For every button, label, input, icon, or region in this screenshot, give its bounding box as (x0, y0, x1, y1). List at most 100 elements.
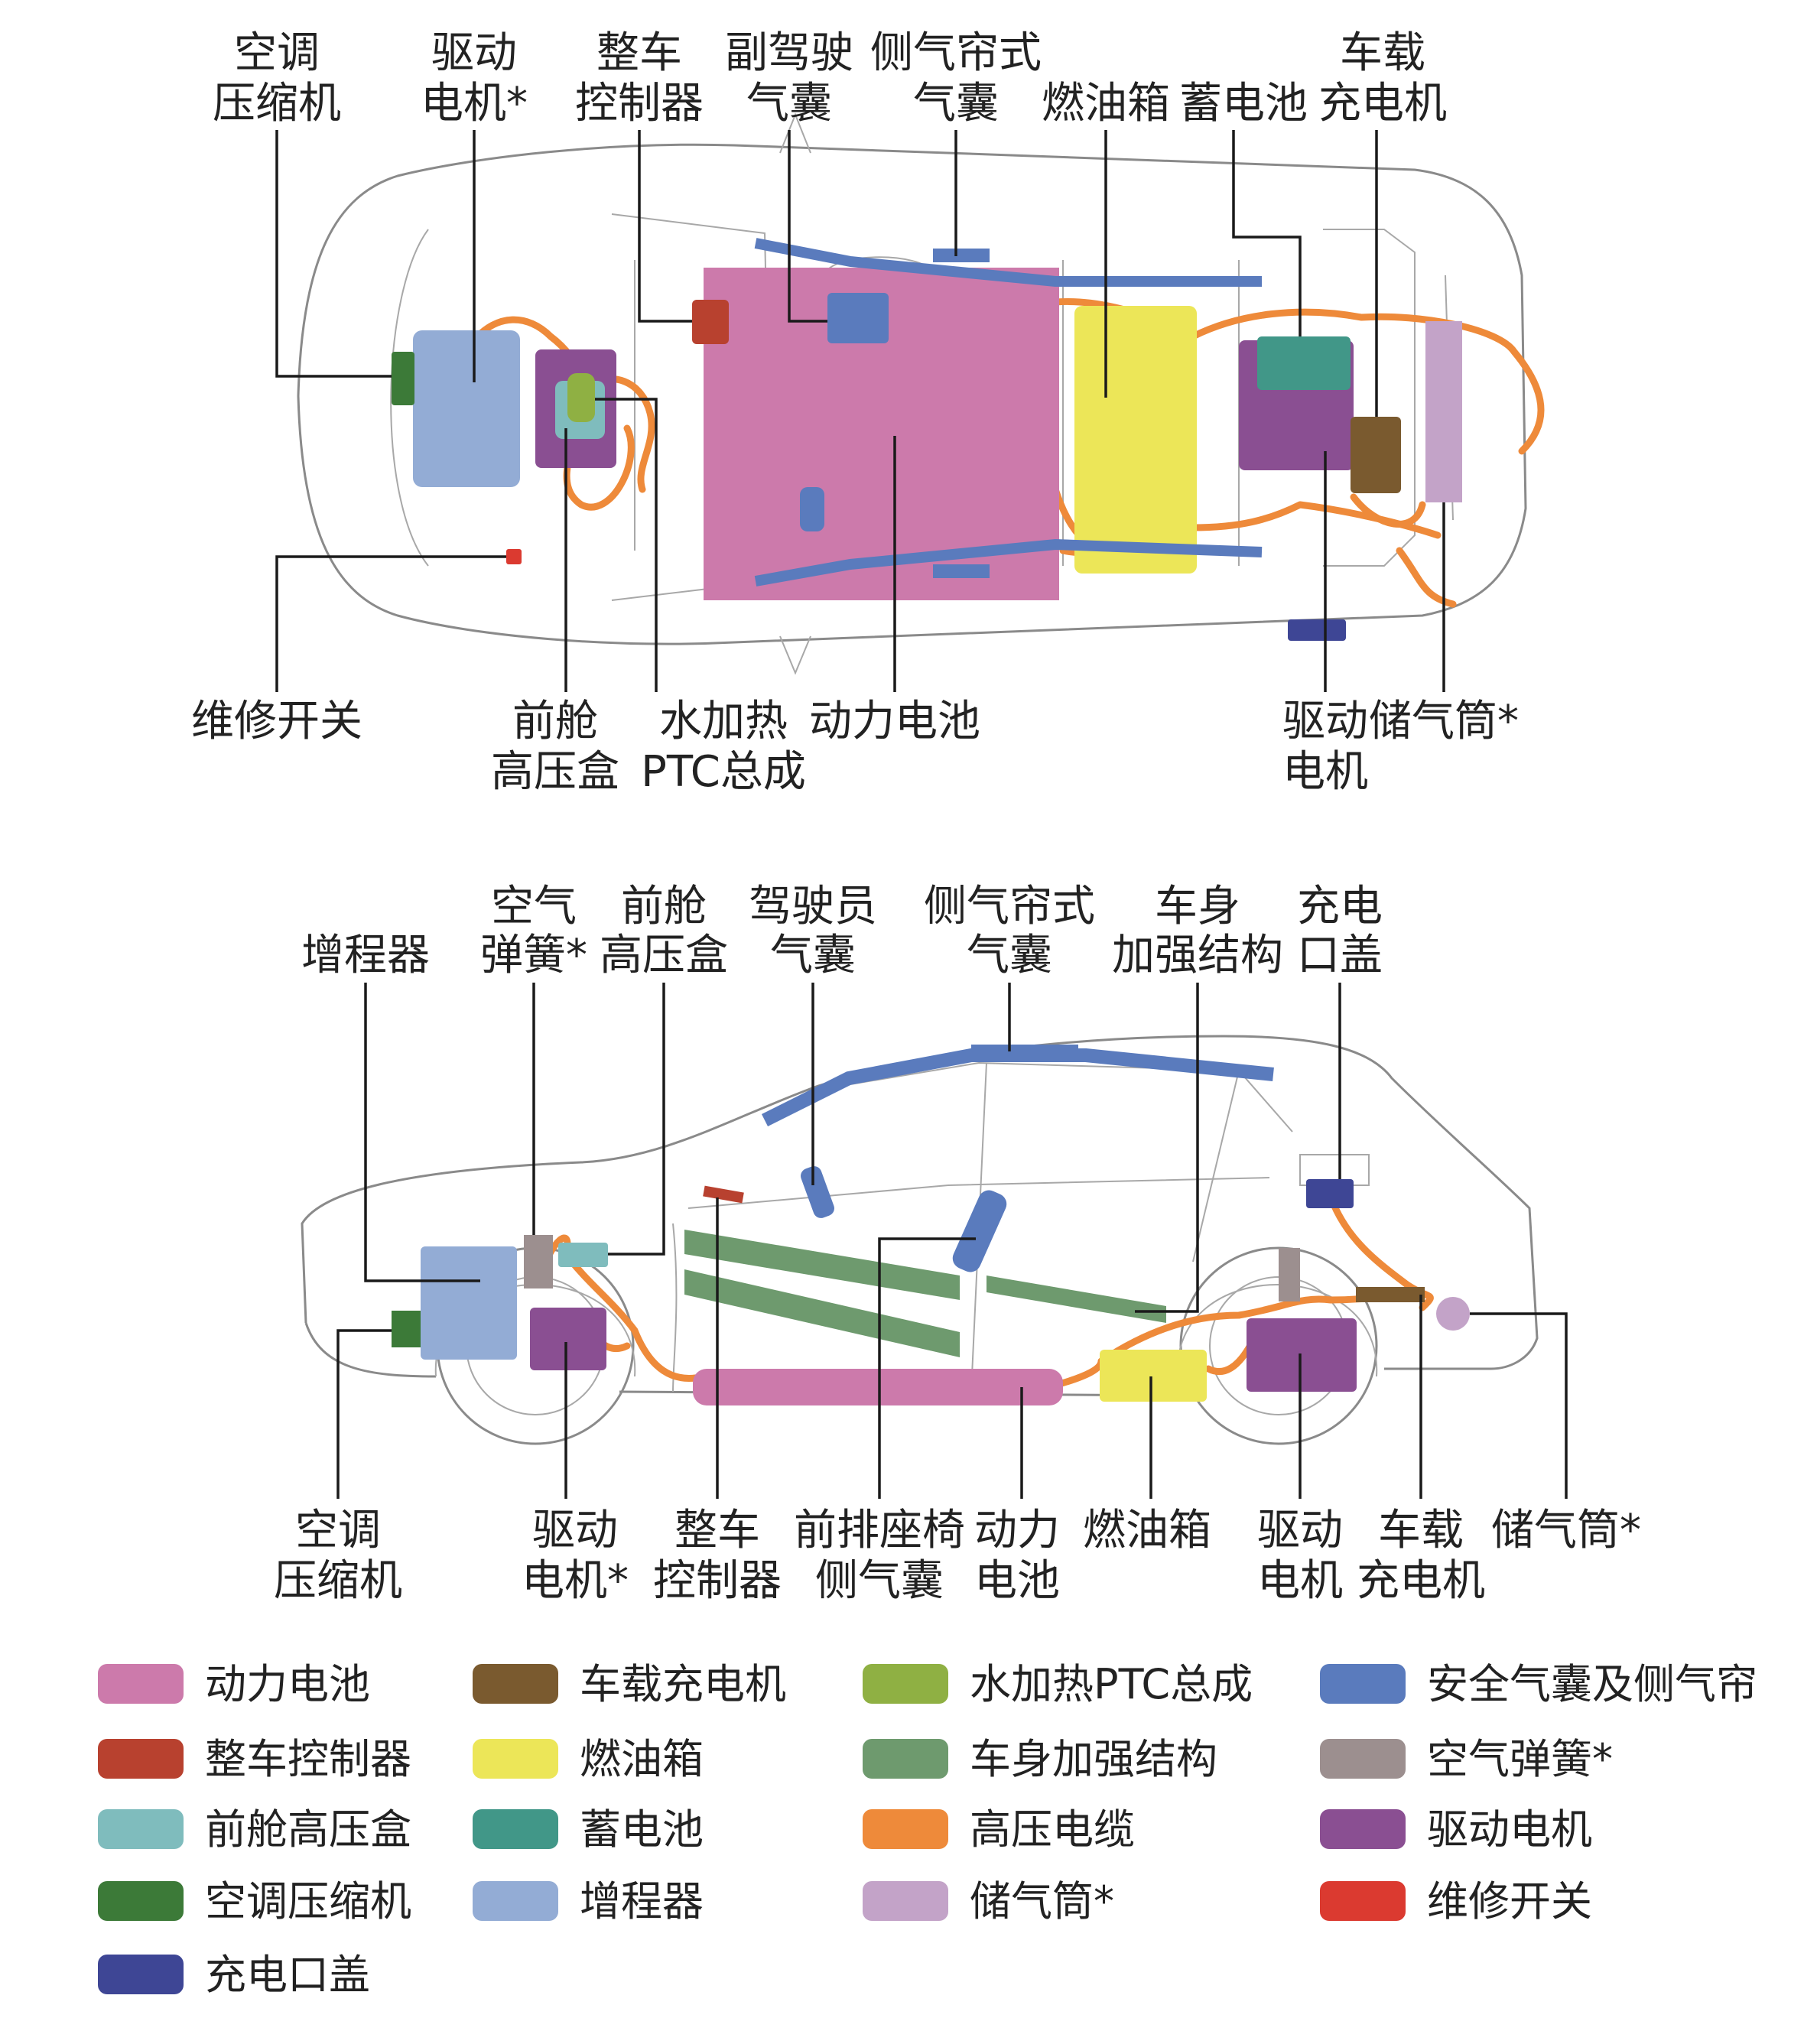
side-front-motor (530, 1308, 606, 1370)
label-side-charge-port: 充电口盖 (1297, 882, 1383, 980)
side-rear-motor (1247, 1318, 1357, 1392)
top-leader-lines (275, 130, 1445, 692)
label-side-range-extender: 增程器 (301, 931, 430, 980)
top-ac-compressor (392, 352, 414, 405)
label-top-vcu: 整车控制器 (575, 28, 704, 128)
side-vcu (703, 1185, 744, 1204)
side-reinforcement-front (684, 1230, 960, 1300)
top-view: 空调压缩机 驱动电机* 整车控制器 副驾驶气囊 侧气帘式气囊 燃油箱 蓄电池 车… (191, 28, 1545, 797)
side-leader-lines (336, 983, 1568, 1499)
legend-item: 驱动电机 (1320, 1805, 1592, 1854)
side-reinforcement-rear (987, 1275, 1166, 1323)
label-side-seat-airbag: 前排座椅侧气囊 (794, 1506, 965, 1606)
legend-swatch (863, 1739, 948, 1779)
label-top-ac: 空调压缩机 (213, 28, 341, 128)
label-top-rear-motor: 驱动电机 (1282, 697, 1368, 797)
label-side-reinforcement: 车身加强结构 (1112, 882, 1283, 980)
side-power-battery (693, 1369, 1063, 1405)
label-side-power-battery: 动力电池 (974, 1506, 1060, 1606)
top-curtain-airbag-left (754, 238, 1262, 287)
legend-swatch (863, 1809, 948, 1849)
label-top-curtain-airbag: 侧气帘式气囊 (870, 28, 1042, 128)
side-reinforcement-lower (684, 1269, 960, 1357)
top-ptc (567, 373, 595, 422)
legend-label: 燃油箱 (580, 1735, 704, 1783)
label-top-front-hv-box: 前舱高压盒 (491, 697, 619, 797)
legend-item: 高压电缆 (863, 1805, 1135, 1854)
top-roof-airbag-right (933, 564, 990, 578)
label-side-curtain-airbag: 侧气帘式气囊 (924, 882, 1095, 980)
legend-swatch (473, 1809, 558, 1849)
legend-swatch (98, 1881, 184, 1921)
legend-item: 车身加强结构 (863, 1735, 1217, 1783)
legend-item: 空气弹簧* (1320, 1735, 1613, 1783)
legend-swatch (473, 1881, 558, 1921)
legend-item: 车载充电机 (473, 1660, 786, 1708)
legend-swatch (473, 1739, 558, 1779)
legend-label: 车载充电机 (580, 1660, 786, 1708)
legend-label: 动力电池 (205, 1660, 370, 1708)
label-side-ac-compressor: 空调压缩机 (274, 1506, 402, 1606)
label-top-fuel-tank: 燃油箱 (1042, 79, 1170, 128)
legend-label: 安全气囊及侧气帘 (1427, 1660, 1757, 1708)
legend-label: 充电口盖 (205, 1951, 370, 1999)
legend-swatch (1320, 1809, 1406, 1849)
top-roof-airbag-left (933, 249, 990, 262)
top-aux-battery (1257, 336, 1351, 390)
top-passenger-airbag (827, 293, 889, 343)
legend-label: 车身加强结构 (970, 1735, 1217, 1783)
legend-item: 维修开关 (1320, 1877, 1592, 1925)
side-components (392, 1045, 1470, 1405)
side-charge-port (1306, 1179, 1354, 1208)
label-side-air-tank: 储气筒* (1491, 1506, 1641, 1555)
legend-label: 水加热PTC总成 (970, 1660, 1253, 1708)
side-rear-air-spring (1279, 1248, 1300, 1301)
side-range-extender (421, 1246, 517, 1360)
legend-item: 水加热PTC总成 (863, 1660, 1253, 1708)
legend-swatch (98, 1664, 184, 1704)
side-ac-compressor (392, 1311, 421, 1347)
legend-swatch (1320, 1739, 1406, 1779)
top-car-outline (297, 112, 1527, 675)
legend-label: 高压电缆 (970, 1805, 1135, 1854)
legend-label: 整车控制器 (205, 1735, 411, 1783)
legend-item: 前舱高压盒 (98, 1805, 411, 1854)
legend-item: 储气筒* (863, 1877, 1114, 1925)
legend-item: 充电口盖 (98, 1951, 370, 1999)
legend-swatch (98, 1739, 184, 1779)
legend-item: 安全气囊及侧气帘 (1320, 1660, 1757, 1708)
legend-label: 蓄电池 (580, 1805, 704, 1854)
legend-swatch (473, 1664, 558, 1704)
side-front-air-spring (524, 1235, 553, 1288)
legend-item: 空调压缩机 (98, 1877, 411, 1925)
side-curtain-airbag-mid (971, 1045, 1078, 1061)
legend-label: 储气筒* (970, 1877, 1114, 1925)
label-side-front-hv-box: 前舱高压盒 (600, 882, 728, 980)
label-side-driver-airbag: 驾驶员气囊 (749, 882, 877, 980)
top-onboard-charger (1351, 417, 1401, 493)
legend-item: 动力电池 (98, 1660, 370, 1708)
side-air-tank (1436, 1297, 1470, 1331)
label-side-air-spring: 空气弹簧* (480, 882, 587, 980)
label-top-power-battery: 动力电池 (809, 697, 980, 746)
top-components (392, 238, 1462, 641)
legend-label: 维修开关 (1427, 1877, 1592, 1925)
top-labels: 空调压缩机 驱动电机* 整车控制器 副驾驶气囊 侧气帘式气囊 燃油箱 蓄电池 车… (191, 28, 1519, 797)
side-fuel-tank (1100, 1350, 1207, 1402)
label-top-front-motor: 驱动电机* (421, 28, 528, 128)
label-top-air-tank: 储气筒* (1369, 697, 1519, 746)
legend-swatch (863, 1664, 948, 1704)
top-driver-airbag (800, 487, 824, 531)
side-onboard-charger (1356, 1287, 1425, 1302)
legend-item: 蓄电池 (473, 1805, 704, 1854)
legend-label: 驱动电机 (1427, 1805, 1592, 1854)
legend-label: 前舱高压盒 (205, 1805, 411, 1854)
label-side-rear-motor: 驱动电机 (1257, 1506, 1343, 1606)
legend: 动力电池车载充电机水加热PTC总成安全气囊及侧气帘整车控制器燃油箱车身加强结构空… (98, 1660, 1757, 1999)
top-curtain-airbag-right (754, 538, 1263, 587)
side-front-hv-box (558, 1243, 608, 1267)
legend-label: 空气弹簧* (1427, 1735, 1613, 1783)
label-top-onboard-charger: 车载充电机 (1318, 28, 1447, 128)
